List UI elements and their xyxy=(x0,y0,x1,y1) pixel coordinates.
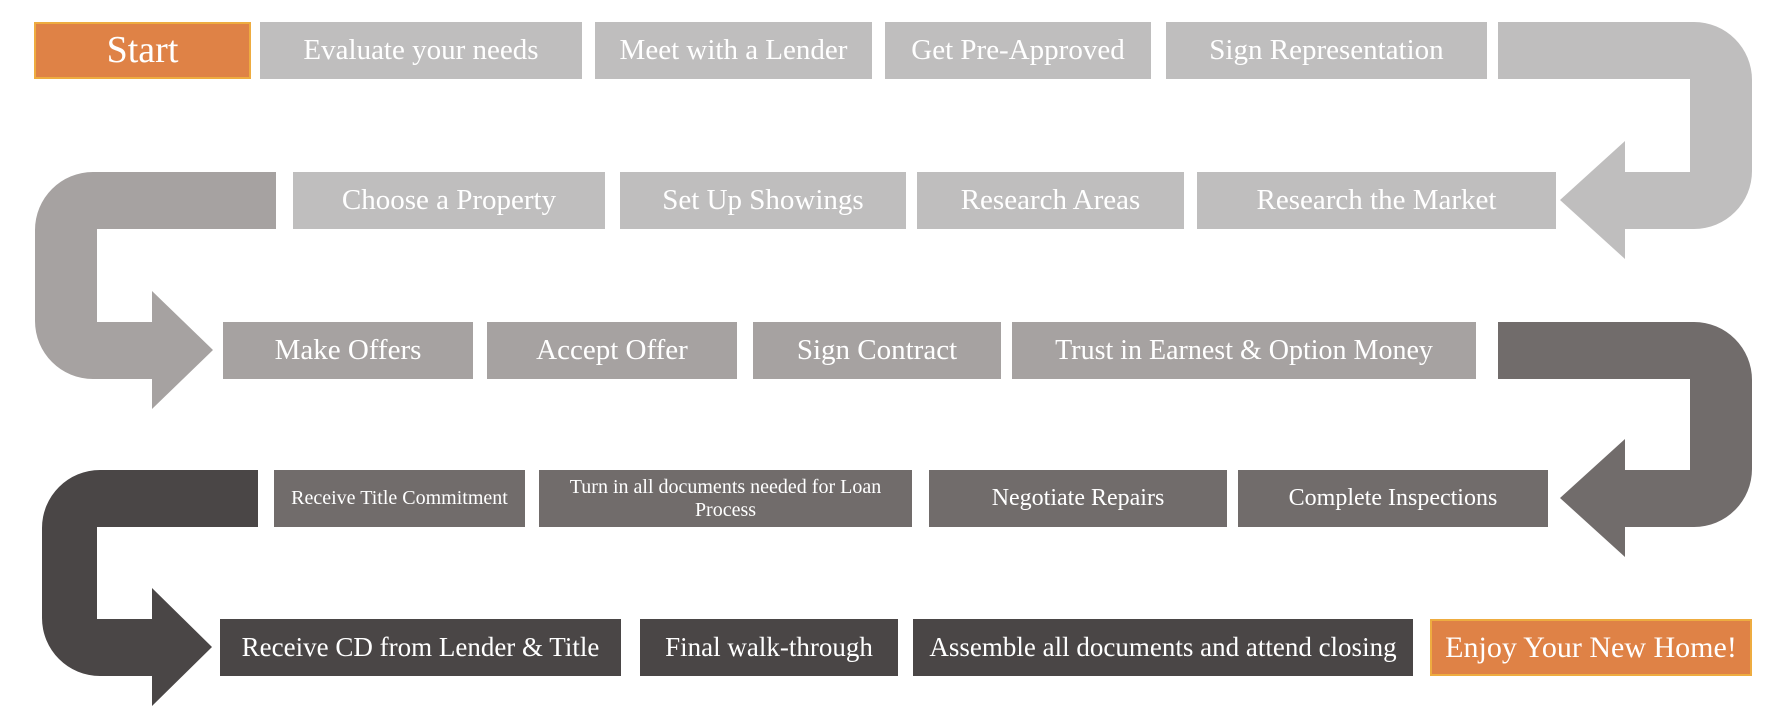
flow-step-turn-in-loan-documents: Turn in all documents needed for Loan Pr… xyxy=(539,470,912,527)
arrow-row2-to-row3-icon xyxy=(35,172,276,409)
arrow-row4-to-row5-icon xyxy=(42,470,258,706)
flow-step-choose-a-property: Choose a Property xyxy=(293,172,605,229)
flow-step-sign-contract: Sign Contract xyxy=(753,322,1001,379)
arrow-row1-to-row2-icon xyxy=(1498,22,1752,259)
flow-step-evaluate-your-needs: Evaluate your needs xyxy=(260,22,582,79)
flow-step-assemble-documents-attend-closing: Assemble all documents and attend closin… xyxy=(913,619,1413,676)
flow-step-enjoy-your-new-home: Enjoy Your New Home! xyxy=(1430,619,1752,676)
flow-step-research-areas: Research Areas xyxy=(917,172,1184,229)
flow-step-trust-in-earnest-option-money: Trust in Earnest & Option Money xyxy=(1012,322,1476,379)
flow-step-set-up-showings: Set Up Showings xyxy=(620,172,906,229)
flow-step-complete-inspections: Complete Inspections xyxy=(1238,470,1548,527)
arrow-row3-to-row4-icon xyxy=(1498,322,1752,557)
flow-step-final-walk-through: Final walk-through xyxy=(640,619,898,676)
flow-step-receive-cd-from-lender-title: Receive CD from Lender & Title xyxy=(220,619,621,676)
flow-step-get-pre-approved: Get Pre-Approved xyxy=(885,22,1151,79)
flow-step-make-offers: Make Offers xyxy=(223,322,473,379)
flow-step-meet-with-a-lender: Meet with a Lender xyxy=(595,22,872,79)
flow-step-negotiate-repairs: Negotiate Repairs xyxy=(929,470,1227,527)
flow-step-receive-title-commitment: Receive Title Commitment xyxy=(274,470,525,527)
flow-step-accept-offer: Accept Offer xyxy=(487,322,737,379)
flow-step-sign-representation: Sign Representation xyxy=(1166,22,1487,79)
flow-step-start: Start xyxy=(34,22,251,79)
flow-step-research-the-market: Research the Market xyxy=(1197,172,1556,229)
